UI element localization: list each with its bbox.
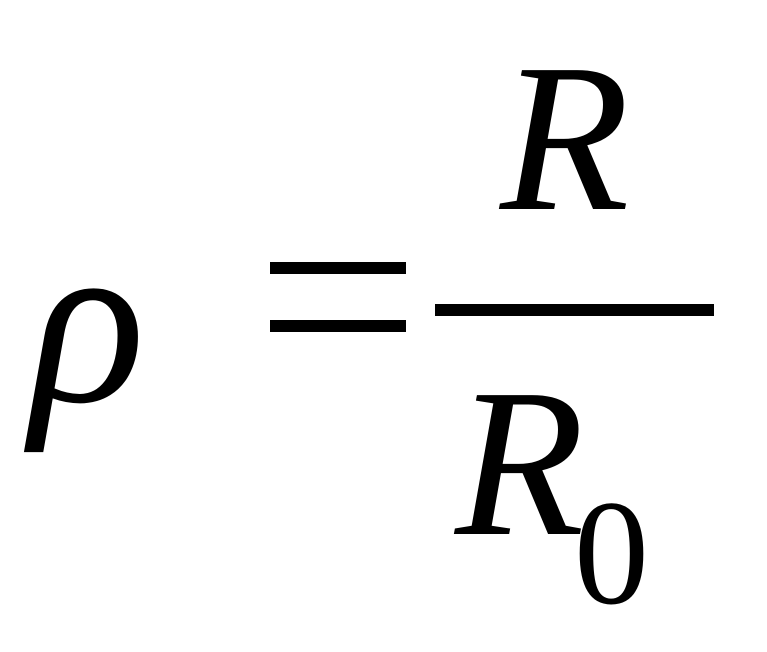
denominator-subscript: 0 xyxy=(574,470,649,636)
equals-top-bar xyxy=(270,262,406,274)
numerator: R xyxy=(500,20,630,255)
equals-sign xyxy=(270,262,406,332)
equals-bottom-bar xyxy=(270,320,406,332)
rho-symbol: ρ xyxy=(30,187,146,453)
fraction-bar xyxy=(435,304,714,316)
denominator: R xyxy=(455,345,585,580)
